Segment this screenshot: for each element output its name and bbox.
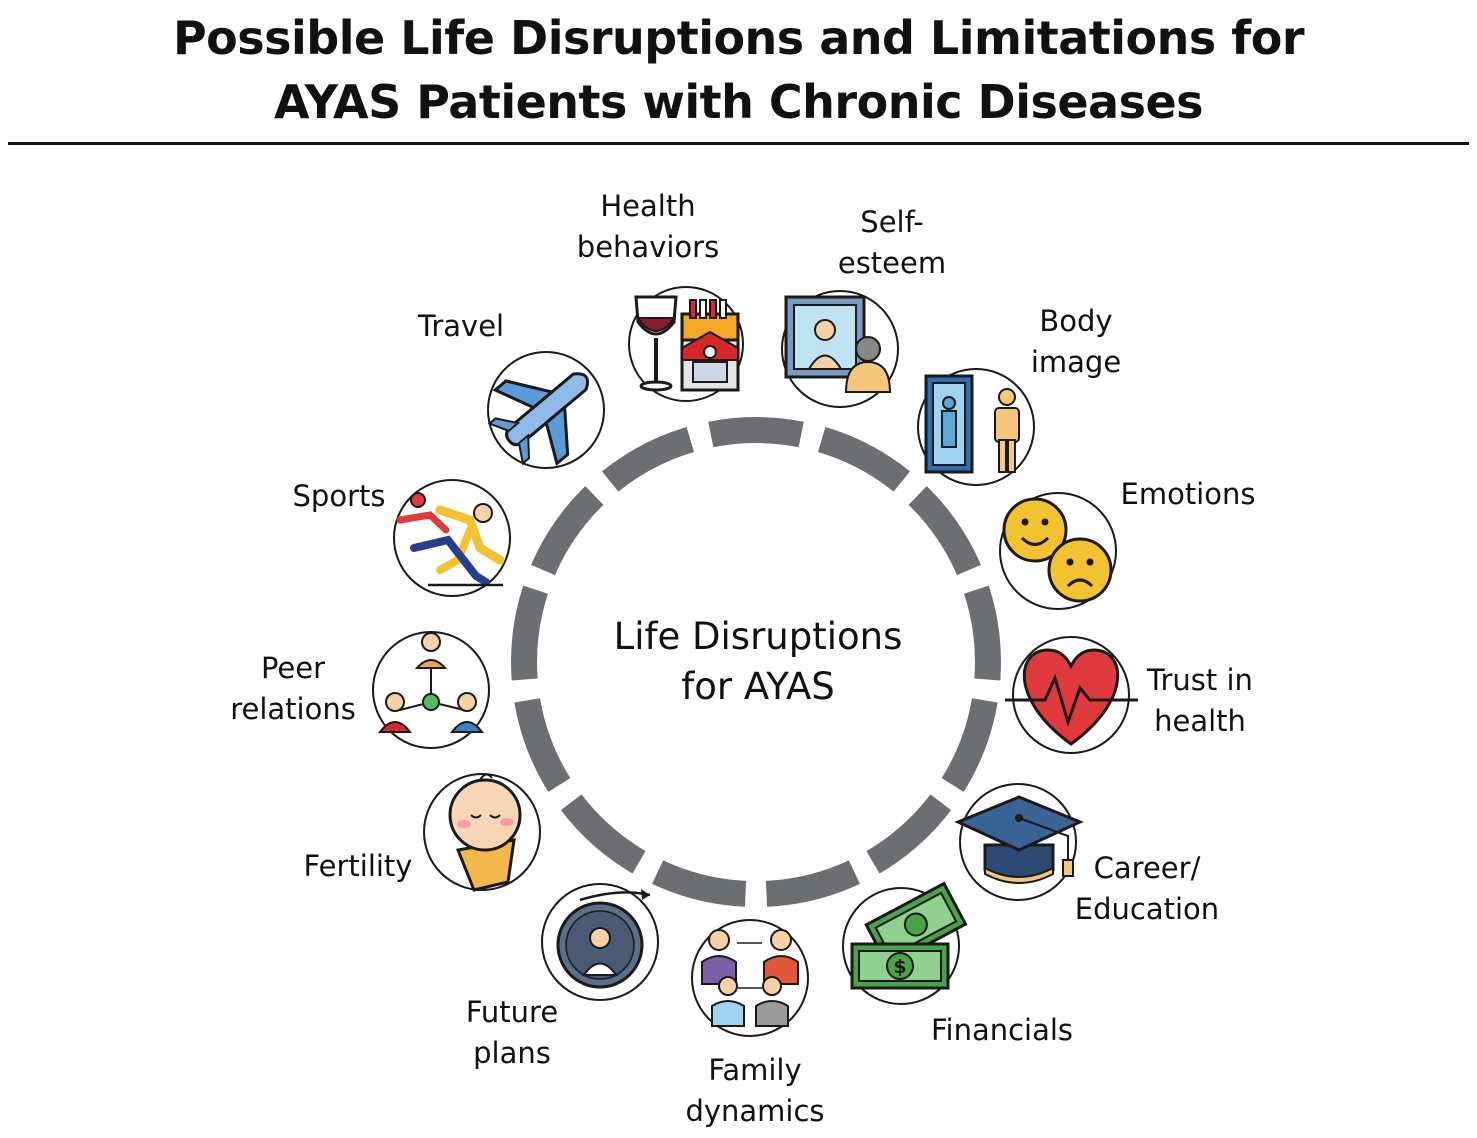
airplane-icon	[487, 351, 605, 469]
ring-segment	[765, 860, 860, 907]
ring-segment	[708, 417, 804, 448]
title-line-2: AYAS Patients with Chronic Diseases	[273, 75, 1204, 129]
ring-segment	[866, 794, 952, 874]
ring-segment	[511, 585, 549, 681]
center-label: Life Disruptions for AYAS	[613, 615, 903, 708]
runners-icon	[393, 479, 511, 597]
label-sports: Sports	[292, 479, 386, 513]
label-family-dynamics: Family dynamics	[685, 1053, 825, 1128]
label-future-plans: Future plans	[465, 995, 559, 1070]
clock-person-icon	[541, 883, 659, 1001]
ring-segment	[560, 794, 646, 874]
ring-segment	[908, 486, 981, 576]
money-bills-icon: $	[842, 881, 968, 1005]
family-icon	[691, 919, 809, 1037]
swaddled-baby-icon	[423, 773, 541, 892]
people-network-icon	[372, 631, 490, 749]
ring-segment	[602, 427, 695, 492]
wine-and-cigarettes-icon	[628, 286, 744, 402]
ring-segment	[941, 698, 998, 792]
label-trust-in-health: Trust in health	[1147, 663, 1253, 738]
mirror-figure-icon	[917, 368, 1035, 486]
label-emotions: Emotions	[1120, 477, 1256, 511]
ring-segment	[514, 698, 571, 792]
happy-sad-faces-icon	[999, 492, 1117, 610]
ring-segment	[531, 486, 604, 576]
label-fertility: Fertility	[303, 849, 413, 883]
svg-text:$: $	[893, 956, 906, 978]
ring-segment	[963, 585, 1001, 681]
mirror-portrait-icon	[781, 290, 899, 408]
title-line-1: Possible Life Disruptions and Limitation…	[172, 11, 1305, 65]
label-health-behaviors: Health behaviors	[576, 189, 720, 264]
label-financials: Financials	[930, 1013, 1074, 1047]
label-body-image: Body image	[1030, 304, 1122, 379]
segmented-ring	[511, 417, 1001, 907]
heartbeat-heart-icon	[1005, 636, 1138, 754]
page-title: Possible Life Disruptions and Limitation…	[0, 6, 1477, 134]
label-self-esteem: Self- esteem	[837, 205, 947, 280]
ring-segment	[652, 860, 747, 907]
label-career-education: Career/ Education	[1074, 851, 1220, 926]
ring-segment	[817, 427, 910, 492]
title-divider	[8, 142, 1469, 145]
label-peer-relations: Peer relations	[230, 651, 356, 726]
graduation-cap-icon	[954, 783, 1084, 901]
label-travel: Travel	[417, 309, 505, 343]
